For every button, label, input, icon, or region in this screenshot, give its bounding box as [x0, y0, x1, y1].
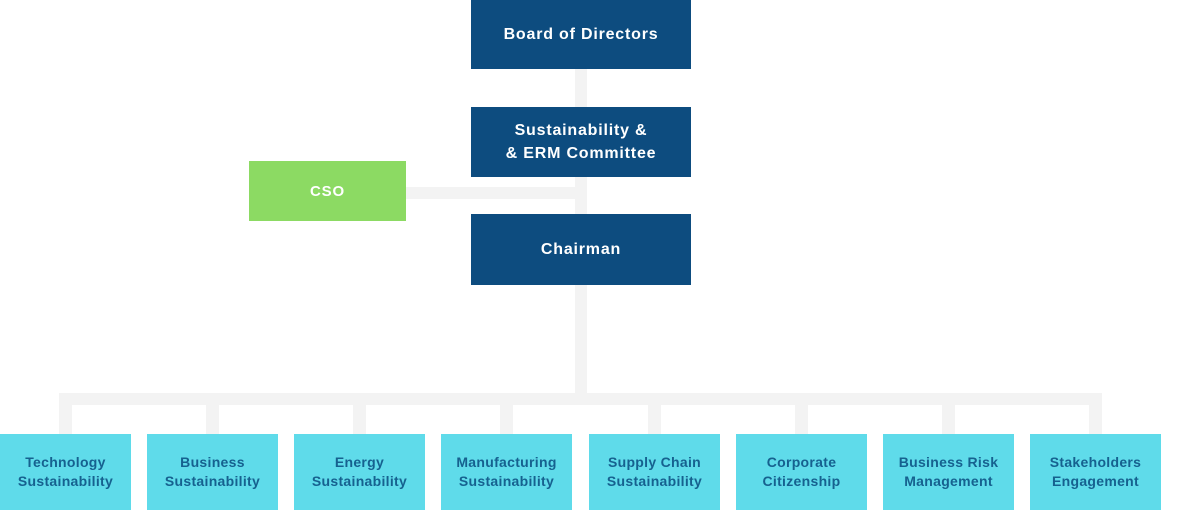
- board-label: Board of Directors: [503, 26, 659, 43]
- connector-drop-technology: [59, 399, 72, 434]
- department-label: Corporate Citizenship: [762, 454, 841, 489]
- connector-cso-branch: [406, 187, 581, 199]
- department-label: Supply Chain Sustainability: [606, 454, 703, 489]
- chairman-label: Chairman: [540, 241, 622, 258]
- connector-board-to-committee: [575, 69, 587, 107]
- department-label: Technology Sustainability: [17, 454, 114, 489]
- connector-drop-corporate: [795, 399, 808, 434]
- node-chairman: Chairman: [471, 214, 691, 285]
- connector-drop-energy: [353, 399, 366, 434]
- node-supply-chain-sustainability: Supply Chain Sustainability: [589, 434, 720, 510]
- connector-drop-business-risk: [942, 399, 955, 434]
- department-label: Business Sustainability: [164, 454, 261, 489]
- department-label: Manufacturing Sustainability: [456, 454, 557, 489]
- node-business-sustainability: Business Sustainability: [147, 434, 278, 510]
- node-manufacturing-sustainability: Manufacturing Sustainability: [441, 434, 572, 510]
- connector-departments-bar: [59, 393, 1102, 405]
- connector-drop-stakeholders: [1089, 399, 1102, 434]
- node-board-of-directors: Board of Directors: [471, 0, 691, 69]
- committee-label: Sustainability & & ERM Committee: [505, 122, 657, 162]
- node-cso: CSO: [249, 161, 406, 221]
- department-label: Energy Sustainability: [311, 454, 408, 489]
- cso-label: CSO: [310, 182, 345, 200]
- node-corporate-citizenship: Corporate Citizenship: [736, 434, 867, 510]
- connector-drop-manufacturing: [500, 399, 513, 434]
- node-sustainability-erm-committee: Sustainability & & ERM Committee: [471, 107, 691, 177]
- connector-chairman-to-bar: [575, 284, 587, 405]
- department-label: Business Risk Management: [898, 454, 999, 489]
- node-energy-sustainability: Energy Sustainability: [294, 434, 425, 510]
- department-label: Stakeholders Engagement: [1049, 454, 1142, 489]
- node-business-risk-management: Business Risk Management: [883, 434, 1014, 510]
- node-technology-sustainability: Technology Sustainability: [0, 434, 131, 510]
- connector-committee-to-chairman: [575, 177, 587, 215]
- connector-drop-business: [206, 399, 219, 434]
- connector-drop-supply-chain: [648, 399, 661, 434]
- node-stakeholders-engagement: Stakeholders Engagement: [1030, 434, 1161, 510]
